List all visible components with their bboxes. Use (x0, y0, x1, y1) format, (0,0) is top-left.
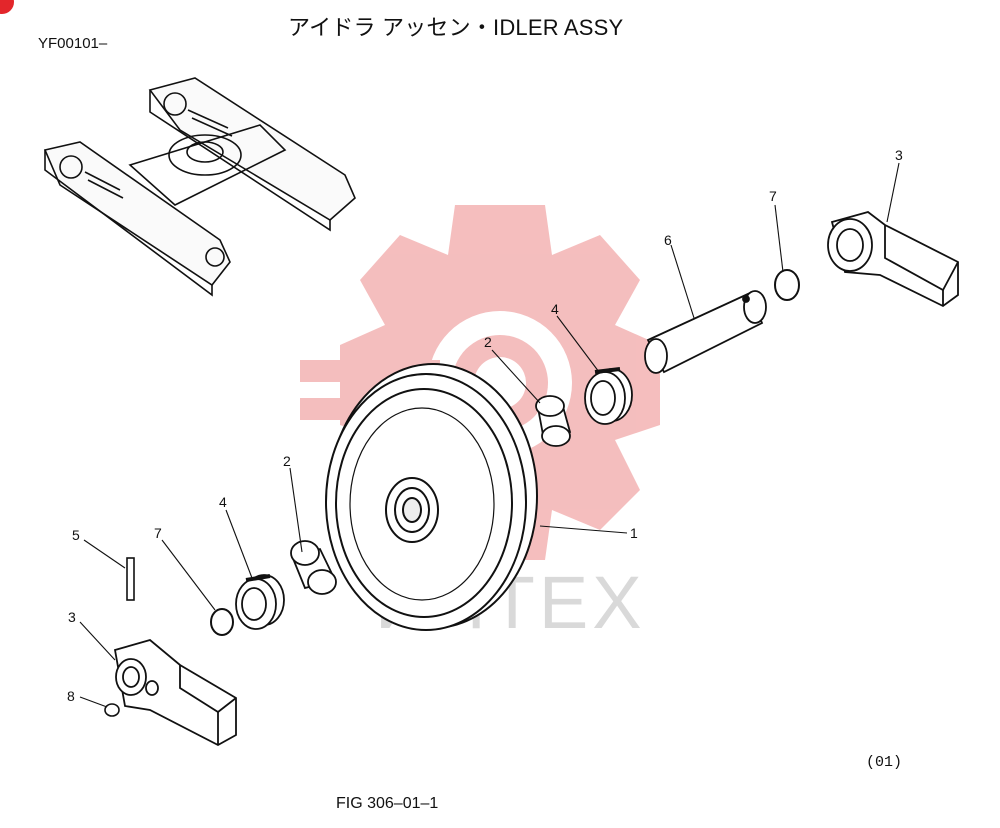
callout-2-bushing-upper: 2 (484, 334, 492, 350)
callout-3-bracket-right: 3 (895, 147, 903, 163)
callout-2-bushing-lower: 2 (283, 453, 291, 469)
shaft (644, 290, 767, 374)
page-title: アイドラ アッセン・IDLER ASSY (288, 15, 624, 40)
callout-8-plug: 8 (67, 688, 75, 704)
callout-5-pin: 5 (72, 527, 80, 543)
bracket-left (113, 639, 237, 747)
snap-ring-right (774, 269, 800, 301)
figure-number: FIG 306–01–1 (336, 795, 439, 812)
spring-pin (126, 557, 135, 601)
bushing-upper (535, 395, 572, 447)
callout-4-seal-lower: 4 (219, 494, 227, 510)
serial-number: YF00101– (38, 35, 108, 52)
leader-lines (79, 162, 900, 708)
bushing-lower (290, 540, 337, 595)
callout-7-ring-right: 7 (769, 188, 777, 204)
callout-3-bracket-left: 3 (68, 609, 76, 625)
bracket-right (827, 211, 959, 308)
plug (104, 703, 120, 717)
snap-ring-left (210, 608, 234, 636)
callout-4-seal-upper: 4 (551, 301, 559, 317)
floating-seal-lower (235, 574, 285, 630)
callout-6-shaft: 6 (664, 232, 672, 248)
floating-seal-upper (584, 367, 633, 425)
callout-7-ring-left: 7 (154, 525, 162, 541)
idler-wheel (325, 363, 538, 631)
page-code: (01) (866, 754, 903, 771)
excavator-undercarriage-sketch (43, 77, 356, 297)
callout-1-idler: 1 (630, 525, 638, 541)
